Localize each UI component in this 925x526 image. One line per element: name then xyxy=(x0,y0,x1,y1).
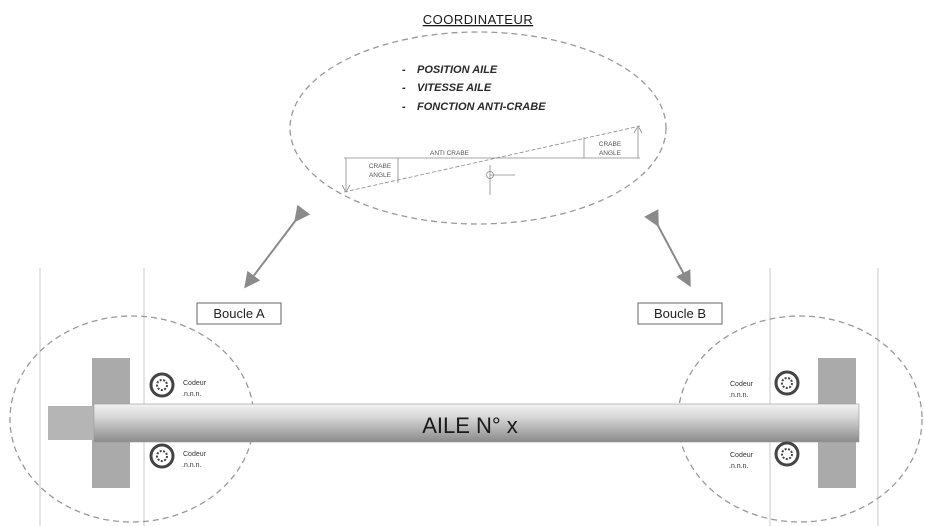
encoder-label: Codeur xyxy=(730,381,754,388)
crab-angle-left-line2: ANGLE xyxy=(369,172,392,179)
encoder-sublabel: .n.n.n. xyxy=(182,462,202,469)
list-dash: - xyxy=(402,82,406,94)
coordinator-list: - POSITION AILE - VITESSE AILE - FONCTIO… xyxy=(402,64,546,113)
crab-angle-left-line1: CRABE xyxy=(369,163,392,170)
link-arrow-left xyxy=(244,204,311,289)
encoder-left-top: Codeur .n.n.n. xyxy=(149,372,207,398)
origin-circle xyxy=(486,171,494,179)
list-item-speed: VITESSE AILE xyxy=(417,82,492,94)
anti-crab-sketch xyxy=(341,125,643,195)
anti-crab-line xyxy=(343,125,641,193)
crab-angle-right-line2: ANGLE xyxy=(599,150,622,157)
encoder-right-top: Codeur .n.n.n. xyxy=(729,370,800,399)
list-item-anti-crab: FONCTION ANTI-CRABE xyxy=(417,101,546,113)
list-dash: - xyxy=(402,101,406,113)
list-item-position: POSITION AILE xyxy=(417,64,498,76)
guide-lines xyxy=(39,268,879,526)
wing-bar xyxy=(93,403,860,443)
loop-b-label: Boucle B xyxy=(654,306,706,321)
loop-a-label: Boucle A xyxy=(213,306,265,321)
wing-end-left xyxy=(48,406,96,440)
right-arrowhead-icon xyxy=(633,125,643,134)
encoder-sublabel: .n.n.n. xyxy=(729,463,749,470)
loop-a-box xyxy=(196,302,282,325)
encoder-label: Codeur xyxy=(183,451,207,458)
left-arrowhead-icon xyxy=(341,184,351,193)
encoder-sublabel: .n.n.n. xyxy=(182,391,202,398)
coordinator-title: COORDINATEUR xyxy=(423,12,533,27)
list-dash: - xyxy=(402,64,406,76)
crab-angle-right-line1: CRABE xyxy=(599,141,622,148)
encoder-left-bottom: Codeur .n.n.n. xyxy=(149,443,207,469)
encoder-label: Codeur xyxy=(183,380,207,387)
encoder-sublabel: .n.n.n. xyxy=(729,392,749,399)
encoder-right-bottom: Codeur .n.n.n. xyxy=(729,441,800,470)
wing-label: AILE N° x xyxy=(422,413,518,438)
link-arrow-right xyxy=(644,209,691,288)
encoder-label: Codeur xyxy=(730,452,754,459)
loop-b-box xyxy=(637,302,723,325)
anti-crab-label: ANTI CRABE xyxy=(430,150,470,157)
coordinator-ellipse xyxy=(289,31,667,225)
